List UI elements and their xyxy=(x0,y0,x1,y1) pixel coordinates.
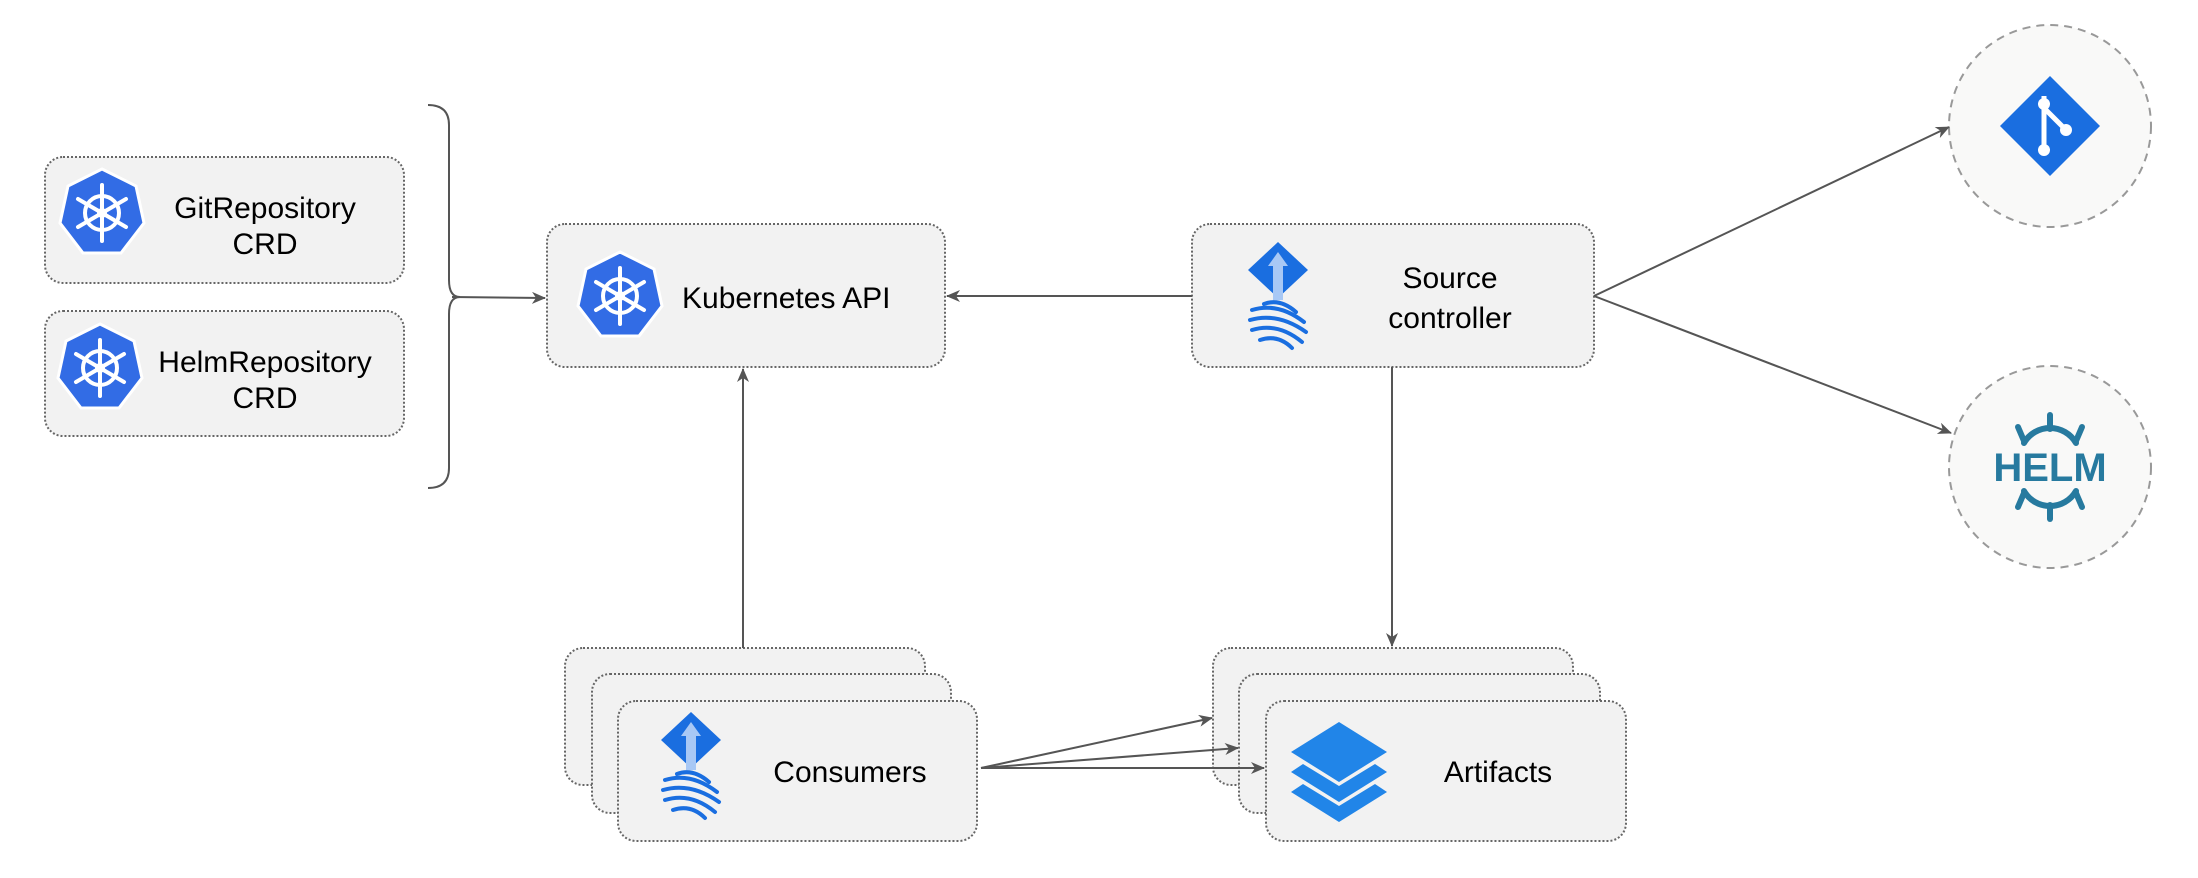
node-label: CRD xyxy=(233,228,298,261)
artifacts-node[interactable]: Artifacts xyxy=(1212,647,1627,842)
source-controller-node[interactable]: Source controller xyxy=(1191,223,1595,368)
git-icon xyxy=(2000,76,2100,176)
git-node[interactable] xyxy=(1948,24,2152,228)
edge-crds-to-api xyxy=(451,291,546,304)
edge-consumers-to-artifacts xyxy=(980,714,1213,769)
kubernetes-api-node[interactable]: Kubernetes API xyxy=(546,223,946,368)
node-label: Consumers xyxy=(773,756,926,789)
edge-source-to-git xyxy=(1593,126,1950,297)
git-repository-crd-node[interactable]: GitRepository CRD xyxy=(44,156,405,284)
node-label: HelmRepository xyxy=(158,346,371,379)
edge-consumers-to-artifacts xyxy=(980,743,1239,769)
node-label: Kubernetes API xyxy=(682,282,890,315)
svg-text:HELM: HELM xyxy=(1993,446,2106,490)
node-label: controller xyxy=(1388,302,1511,335)
node-label: GitRepository xyxy=(174,192,356,225)
helm-icon: HELM xyxy=(1993,412,2107,522)
edge-source-to-helm xyxy=(1593,295,1952,434)
node-label: Artifacts xyxy=(1444,756,1552,789)
helm-node[interactable]: HELM xyxy=(1948,365,2152,569)
helm-repository-crd-node[interactable]: HelmRepository CRD xyxy=(44,310,405,437)
node-label: Source xyxy=(1402,262,1497,295)
consumers-node[interactable]: Consumers xyxy=(564,647,978,842)
node-label: CRD xyxy=(233,382,298,415)
